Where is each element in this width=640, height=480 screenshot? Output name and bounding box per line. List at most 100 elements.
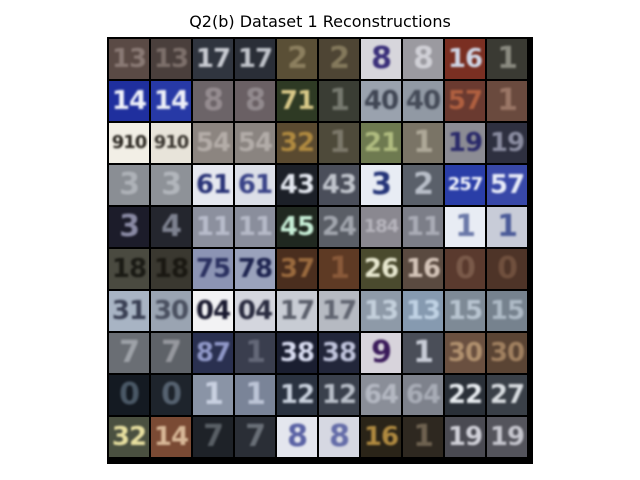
reconstruction-tile: 1 [235, 375, 275, 415]
tile-digits: 40 [363, 86, 399, 116]
tile-digits: 32 [279, 128, 315, 158]
tile-digits: 7 [119, 335, 140, 370]
tile-digits: 17 [237, 44, 273, 74]
reconstruction-tile: 32 [277, 123, 317, 163]
tile-digits: 64 [363, 380, 399, 410]
tile-digits: 8 [245, 83, 266, 118]
reconstruction-tile: 61 [193, 165, 233, 205]
tile-digits: 64 [405, 380, 441, 410]
reconstruction-tile: 57 [487, 165, 527, 205]
tile-digits: 16 [405, 254, 441, 284]
tile-digits: 0 [119, 377, 140, 412]
reconstruction-tile: 1 [319, 81, 359, 121]
reconstruction-tile: 26 [361, 249, 401, 289]
tile-digits: 0 [497, 251, 518, 286]
tile-digits: 22 [447, 380, 483, 410]
reconstruction-tile: 8 [361, 39, 401, 79]
reconstruction-tile: 1 [235, 333, 275, 373]
reconstruction-tile: 7 [151, 333, 191, 373]
tile-digits: 54 [237, 128, 273, 158]
tile-digits: 8 [329, 419, 350, 454]
reconstruction-tile: 22 [445, 375, 485, 415]
tile-digits: 32 [111, 422, 147, 452]
figure-title: Q2(b) Dataset 1 Reconstructions [189, 12, 451, 31]
reconstruction-tile: 0 [109, 375, 149, 415]
reconstruction-tile: 37 [277, 249, 317, 289]
tile-digits: 0 [455, 251, 476, 286]
tile-digits: 184 [363, 216, 400, 237]
tile-digits: 78 [237, 254, 273, 284]
tile-digits: 61 [195, 170, 231, 200]
reconstruction-tile: 1 [487, 81, 527, 121]
reconstruction-tile: 17 [277, 291, 317, 331]
reconstruction-tile: 14 [151, 417, 191, 457]
reconstruction-tile: 8 [277, 417, 317, 457]
tile-digits: 910 [111, 132, 148, 153]
tile-digits: 14 [153, 422, 189, 452]
reconstruction-tile: 78 [235, 249, 275, 289]
tile-digits: 30 [153, 296, 189, 326]
reconstruction-tile: 8 [319, 417, 359, 457]
reconstruction-tile: 910 [109, 123, 149, 163]
tile-digits: 8 [287, 419, 308, 454]
tile-digits: 16 [447, 44, 483, 74]
tile-digits: 57 [447, 86, 483, 116]
tile-digits: 71 [279, 86, 315, 116]
tile-digits: 1 [245, 377, 266, 412]
reconstruction-tile: 61 [235, 165, 275, 205]
reconstruction-tile: 15 [487, 291, 527, 331]
tile-digits: 12 [279, 380, 315, 410]
tile-digits: 2 [329, 41, 350, 76]
tile-digits: 14 [111, 86, 147, 116]
reconstruction-tile: 38 [277, 333, 317, 373]
reconstruction-tile: 12 [277, 375, 317, 415]
tile-digits: 57 [489, 170, 525, 200]
reconstruction-tile: 16 [403, 249, 443, 289]
tile-digits: 257 [447, 174, 484, 195]
tile-digits: 13 [405, 296, 441, 326]
tile-digits: 13 [363, 296, 399, 326]
tile-digits: 13 [153, 44, 189, 74]
tile-digits: 1 [329, 83, 350, 118]
reconstruction-tile: 14 [151, 81, 191, 121]
tile-digits: 04 [195, 296, 231, 326]
tile-digits: 3 [371, 167, 392, 202]
tile-digits: 12 [321, 380, 357, 410]
tile-digits: 19 [447, 128, 483, 158]
reconstruction-tile: 8 [403, 39, 443, 79]
tile-digits: 43 [321, 170, 357, 200]
reconstruction-tile: 18 [109, 249, 149, 289]
tile-digits: 2 [413, 167, 434, 202]
reconstruction-tile: 1 [319, 123, 359, 163]
reconstruction-tile: 1 [403, 417, 443, 457]
tile-digits: 1 [497, 41, 518, 76]
tile-digits: 3 [119, 167, 140, 202]
tile-digits: 11 [195, 212, 231, 242]
reconstruction-tile: 30 [445, 333, 485, 373]
tile-digits: 38 [279, 338, 315, 368]
reconstruction-tile: 21 [361, 123, 401, 163]
tile-digits: 17 [321, 296, 357, 326]
reconstruction-tile: 40 [403, 81, 443, 121]
tile-digits: 13 [111, 44, 147, 74]
reconstruction-tile: 45 [277, 207, 317, 247]
tile-digits: 16 [363, 422, 399, 452]
tile-digits: 30 [447, 338, 483, 368]
reconstruction-tile: 43 [277, 165, 317, 205]
tile-digits: 19 [447, 422, 483, 452]
tile-digits: 26 [363, 254, 399, 284]
reconstruction-tile: 13 [151, 39, 191, 79]
reconstruction-tile: 8 [235, 81, 275, 121]
reconstruction-tile: 2 [277, 39, 317, 79]
tile-digits: 18 [153, 254, 189, 284]
tile-digits: 1 [203, 377, 224, 412]
tile-digits: 45 [279, 212, 315, 242]
reconstruction-tile: 04 [235, 291, 275, 331]
tile-digits: 17 [195, 44, 231, 74]
reconstruction-tile: 38 [319, 333, 359, 373]
reconstruction-tile: 54 [235, 123, 275, 163]
tile-digits: 3 [161, 167, 182, 202]
reconstruction-tile: 8 [193, 81, 233, 121]
reconstruction-tile: 64 [403, 375, 443, 415]
